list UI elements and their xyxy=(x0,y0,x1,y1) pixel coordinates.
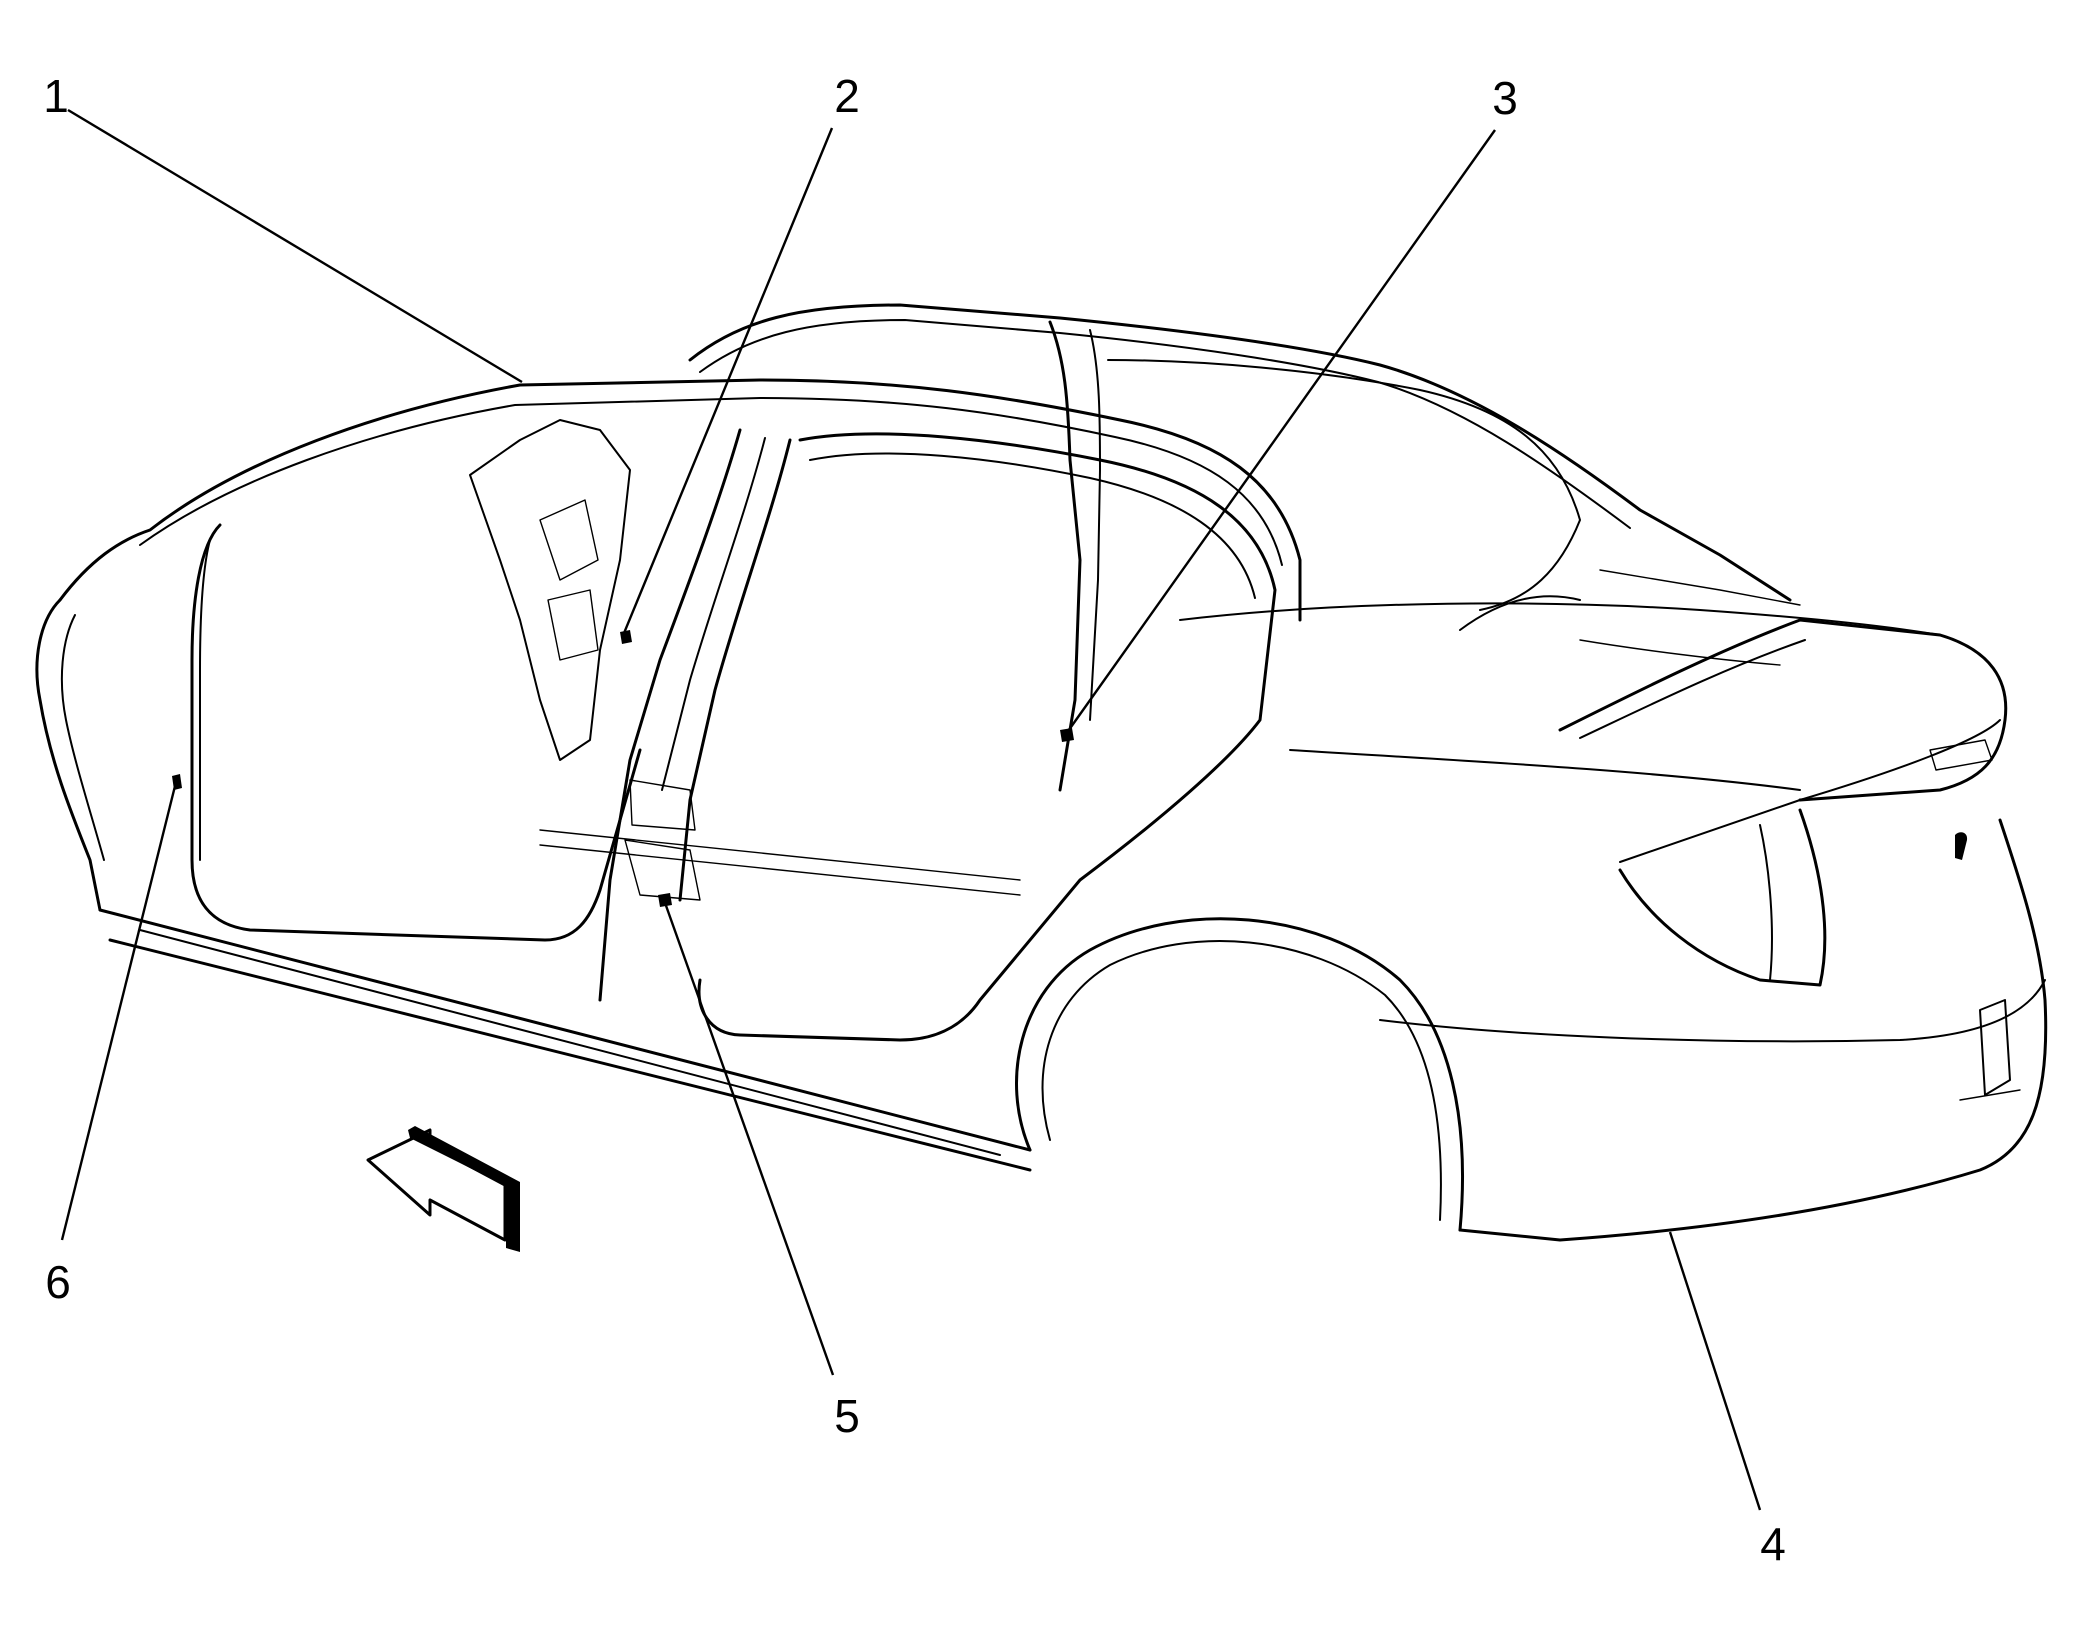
leader-lines xyxy=(60,108,1762,1511)
leader-line-4 xyxy=(1668,1231,1762,1511)
callout-3: 3 xyxy=(1492,72,1518,124)
callout-4: 4 xyxy=(1760,1518,1786,1570)
leader-line-1 xyxy=(67,108,523,384)
callout-5: 5 xyxy=(834,1390,860,1442)
callout-6: 6 xyxy=(45,1256,71,1308)
leader-line-5 xyxy=(662,899,835,1376)
leader-line-2 xyxy=(620,127,834,639)
front-direction-arrow-icon xyxy=(366,1126,520,1252)
callout-1: 1 xyxy=(43,70,69,122)
callout-labels: 1 2 3 4 5 6 xyxy=(43,70,1786,1570)
leader-line-6 xyxy=(60,781,178,1241)
leader-line-3 xyxy=(1065,129,1496,735)
vehicle-body-outline xyxy=(35,303,2048,1242)
callout-2: 2 xyxy=(834,70,860,122)
